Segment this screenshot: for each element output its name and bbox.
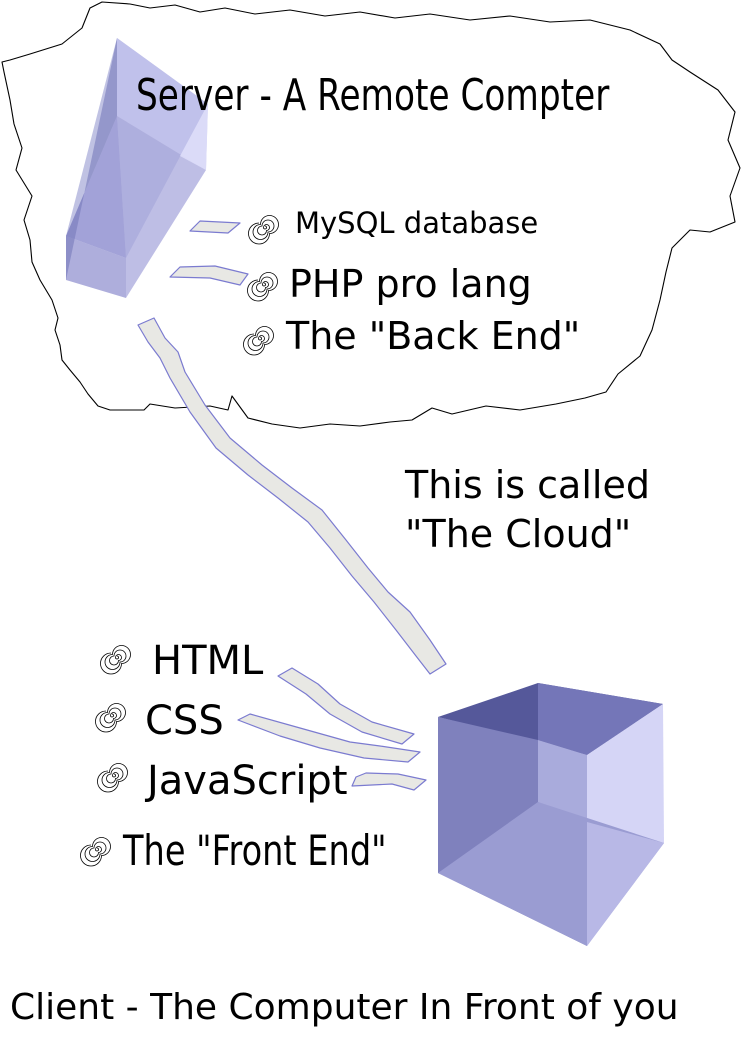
ribbon-css: [237, 713, 421, 763]
bullet-spiral-icon: [97, 763, 128, 793]
server-item-mysql: MySQL database: [295, 206, 539, 240]
client-cube: [438, 683, 664, 946]
client-item-css: CSS: [145, 698, 224, 744]
ribbon-mysql: [189, 220, 241, 234]
bullet-spiral-icon: [248, 215, 279, 245]
client-caption: Client - The Computer In Front of you: [10, 987, 679, 1028]
bullet-spiral-icon: [100, 645, 131, 675]
server-item-back-end: The "Back End": [286, 314, 581, 358]
bullet-spiral-icon: [80, 837, 111, 867]
cloud-note-line1: This is called: [405, 463, 650, 507]
ribbon-cloud: [137, 317, 447, 675]
server-title: Server - A Remote Compter: [136, 70, 610, 121]
client-item-html: HTML: [152, 638, 264, 684]
server-item-php: PHP pro lang: [289, 262, 532, 306]
cloud-note-line2: "The Cloud": [405, 512, 632, 556]
bullet-spiral-icon: [243, 326, 274, 356]
bullet-spiral-icon: [247, 272, 278, 302]
ribbon-html: [277, 667, 415, 745]
cloud-outline: [1, 1, 741, 429]
bullet-spiral-icon: [95, 703, 126, 733]
server-box: [66, 38, 208, 298]
connections: [137, 220, 447, 791]
client-item-javascript: JavaScript: [147, 758, 348, 804]
ribbon-javascript: [351, 772, 427, 791]
ribbon-php: [169, 265, 249, 286]
client-item-front-end: The "Front End": [123, 826, 387, 875]
